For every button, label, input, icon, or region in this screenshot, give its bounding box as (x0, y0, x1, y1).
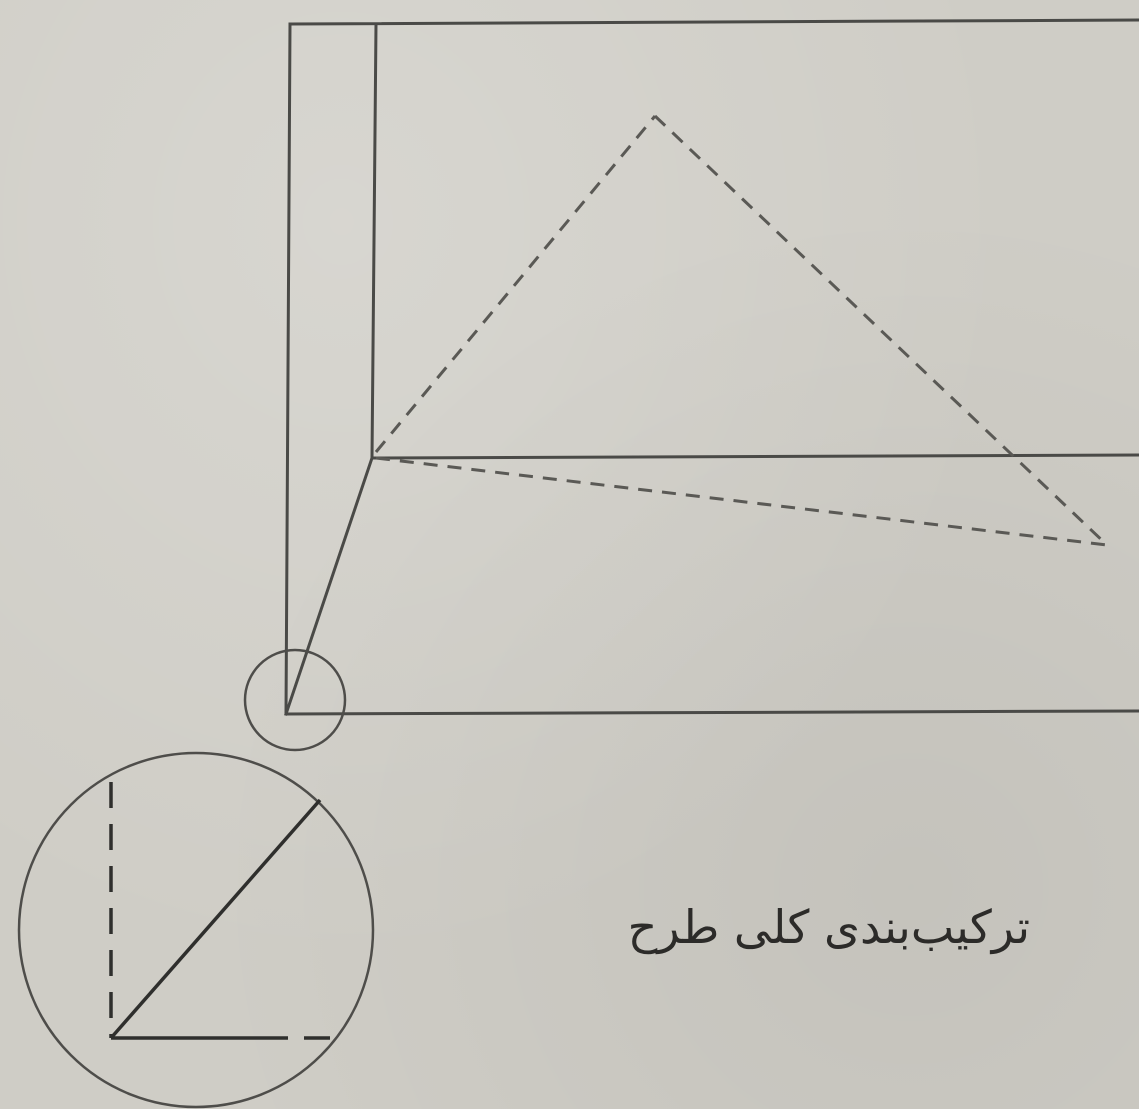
detail-circle (17, 751, 375, 1109)
triangle-right-side (653, 114, 1109, 547)
frame-left-edge (284, 22, 292, 716)
middle-horizontal-line (370, 453, 1139, 460)
bottom-horizontal-line (284, 709, 1139, 716)
slanted-connector-line (284, 456, 374, 716)
diagram-caption: ترکیب‌بندی کلی طرح (627, 900, 1030, 954)
detail-diagonal-line (109, 798, 322, 1040)
inner-vertical-line (370, 22, 378, 460)
triangle-left-side (374, 115, 657, 453)
corner-marker-circle (243, 648, 347, 752)
frame-top-edge (288, 18, 1139, 26)
triangle-base (375, 456, 1108, 547)
